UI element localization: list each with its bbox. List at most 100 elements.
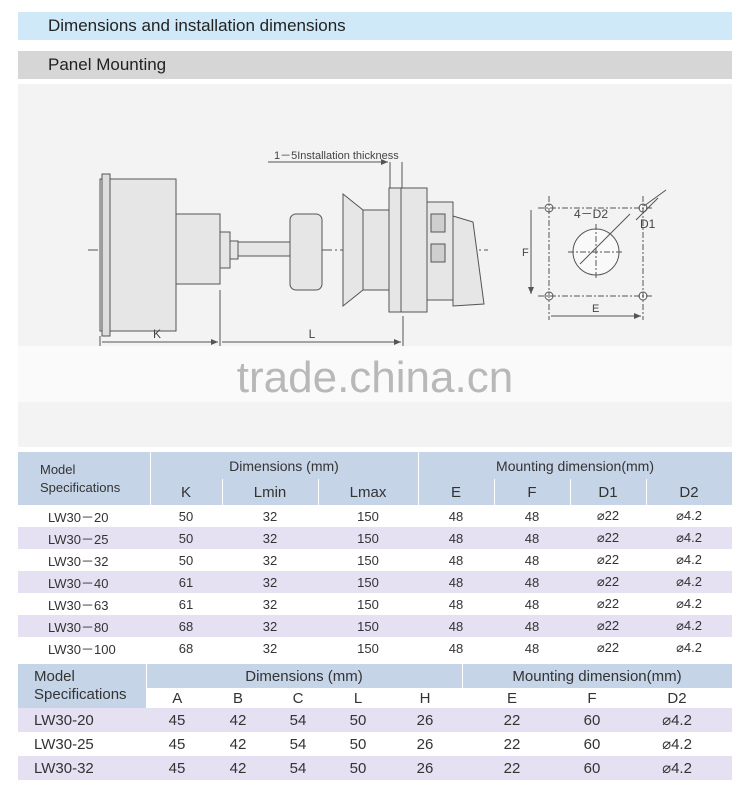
- cell: 68: [178, 640, 194, 656]
- cell: ⌀4.2: [676, 640, 702, 655]
- cell: ⌀22: [596, 574, 620, 589]
- cell: ⌀22: [596, 618, 620, 633]
- model-cell: LW30-20: [34, 711, 94, 729]
- column-header: C: [268, 688, 328, 708]
- label-l: L: [309, 327, 316, 341]
- dimensions-table-1: Model Specifications Dimensions (mm) Mou…: [18, 452, 733, 659]
- cell: 48: [448, 640, 464, 656]
- cell: ⌀4.2: [676, 574, 702, 589]
- cell: 150: [357, 530, 379, 546]
- model-cell: LW30－40: [48, 575, 109, 591]
- cell: 150: [357, 552, 379, 568]
- extension-shaft: [237, 241, 291, 257]
- cell: ⌀22: [596, 596, 620, 611]
- cell: 26: [416, 735, 434, 753]
- cell: ⌀4.2: [662, 760, 692, 777]
- model-cell: LW30－63: [48, 597, 109, 613]
- model-cell: LW30－20: [48, 509, 109, 525]
- d1-leader: [579, 213, 631, 265]
- cell: 42: [229, 735, 247, 753]
- table-row: LW30-20 45 42 54 50 26 22 60 ⌀4.2: [18, 708, 733, 732]
- handle-flange: [342, 192, 364, 308]
- cell: 32: [262, 618, 278, 634]
- column-header: E: [462, 688, 562, 708]
- cell: 45: [168, 711, 186, 729]
- mounting-group-header: Mounting dimension(mm): [462, 664, 733, 688]
- technical-drawing: K L 1－5Installation thickness F E: [18, 150, 732, 402]
- cell: 48: [524, 574, 540, 590]
- cell: 48: [524, 618, 540, 634]
- label-d2: 4－D2: [574, 207, 608, 221]
- cell: 42: [229, 759, 247, 777]
- watermark: trade.china.cn: [237, 353, 513, 402]
- table-row: LW30－20 50 32 150 48 48 ⌀22 ⌀4.2: [18, 505, 733, 527]
- column-header: K: [150, 479, 223, 505]
- column-header: E: [418, 479, 495, 505]
- cell: 48: [448, 618, 464, 634]
- table-row: LW30－100 68 32 150 48 48 ⌀22 ⌀4.2: [18, 637, 733, 659]
- model-cell: LW30－32: [48, 553, 109, 569]
- model-cell: LW30－100: [48, 641, 116, 657]
- table-row: LW30-32 45 42 54 50 26 22 60 ⌀4.2: [18, 756, 733, 780]
- cell: ⌀22: [596, 508, 620, 523]
- cell: 22: [503, 735, 521, 753]
- table-row: LW30－32 50 32 150 48 48 ⌀22 ⌀4.2: [18, 549, 733, 571]
- panel-plate: [388, 187, 402, 313]
- cell: ⌀22: [596, 552, 620, 567]
- cell: 45: [168, 759, 186, 777]
- section-title-bar: Dimensions and installation dimensions: [18, 12, 732, 40]
- installation-thickness-label: 1－5Installation thickness: [274, 150, 399, 162]
- cell: 48: [448, 574, 464, 590]
- switch-base: [99, 178, 177, 332]
- cell: 61: [178, 596, 194, 612]
- cell: ⌀4.2: [662, 736, 692, 753]
- cell: 48: [448, 596, 464, 612]
- panel-mounting-drawing: K L 1－5Installation thickness F E: [18, 84, 732, 447]
- cell: ⌀4.2: [662, 712, 692, 729]
- cell: ⌀4.2: [676, 618, 702, 633]
- cell: 50: [178, 508, 194, 524]
- section-subtitle-bar: Panel Mounting: [18, 51, 732, 79]
- table-row: LW30－80 68 32 150 48 48 ⌀22 ⌀4.2: [18, 615, 733, 637]
- cell: 150: [357, 596, 379, 612]
- model-cell: LW30－25: [48, 531, 109, 547]
- cell: 32: [262, 574, 278, 590]
- model-cell: LW30-32: [34, 759, 94, 777]
- cell: 150: [357, 574, 379, 590]
- d2-leader: [643, 189, 667, 207]
- column-header: A: [146, 688, 208, 708]
- label-f: F: [522, 247, 529, 259]
- dimensions-group-header: Dimensions (mm): [150, 452, 419, 479]
- model-spec-header: Model Specifications: [18, 664, 147, 708]
- cell: 32: [262, 508, 278, 524]
- cell: 50: [349, 759, 367, 777]
- column-header: H: [388, 688, 462, 708]
- label-e: E: [592, 303, 599, 315]
- column-header: Lmin: [222, 479, 319, 505]
- column-header: F: [562, 688, 622, 708]
- column-header: F: [494, 479, 571, 505]
- cell: 50: [178, 552, 194, 568]
- cell: 48: [448, 530, 464, 546]
- cell: 32: [262, 530, 278, 546]
- cell: ⌀4.2: [676, 552, 702, 567]
- mounting-group-header: Mounting dimension(mm): [418, 452, 733, 479]
- cell: ⌀22: [596, 530, 620, 545]
- cell: 54: [289, 711, 307, 729]
- dimensions-group-header: Dimensions (mm): [146, 664, 463, 688]
- cell: 48: [524, 640, 540, 656]
- cell: 22: [503, 759, 521, 777]
- cell: 60: [583, 759, 601, 777]
- cell: 26: [416, 759, 434, 777]
- cell: 32: [262, 552, 278, 568]
- column-header: D2: [622, 688, 733, 708]
- model-spec-header: Model Specifications: [18, 452, 151, 505]
- label-k: K: [153, 327, 161, 341]
- table-row: LW30-25 45 42 54 50 26 22 60 ⌀4.2: [18, 732, 733, 756]
- cell: 26: [416, 711, 434, 729]
- cell: 150: [357, 640, 379, 656]
- cell: 48: [524, 596, 540, 612]
- table-row: LW30－40 61 32 150 48 48 ⌀22 ⌀4.2: [18, 571, 733, 593]
- column-header: B: [208, 688, 268, 708]
- shaft-coupling: [289, 213, 323, 291]
